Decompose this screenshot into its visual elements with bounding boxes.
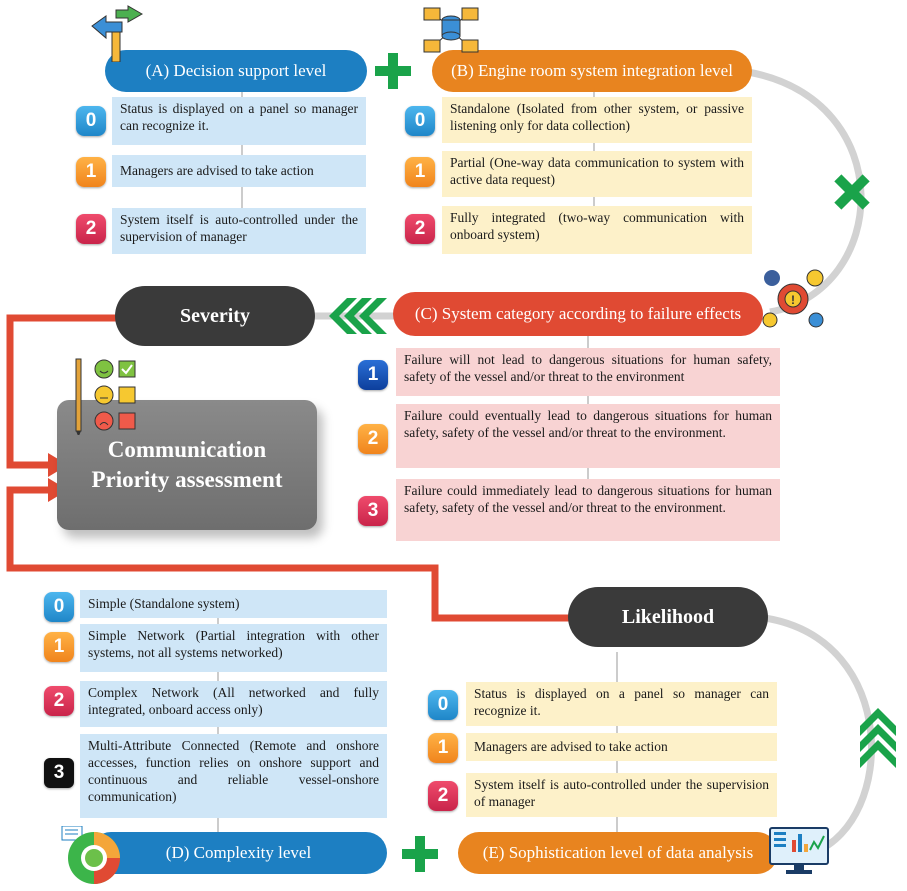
data-analysis-item-2: System itself is auto-controlled under t…	[466, 773, 777, 817]
badge-c-3: 3	[358, 496, 388, 526]
severity-label: Severity	[115, 286, 315, 346]
decision-support-level-title: (A) Decision support level	[105, 50, 367, 92]
engine-room-integration-title: (B) Engine room system integration level	[432, 50, 752, 92]
chevron-left-icon	[344, 298, 372, 334]
engine-room-item-1: Partial (One-way data communication to s…	[442, 151, 752, 197]
badge-a-0: 0	[76, 106, 106, 136]
system-category-item-1: Failure will not lead to dangerous situa…	[396, 348, 780, 396]
multiply-icon	[834, 174, 870, 210]
decision-support-item-1: Managers are advised to take action	[112, 155, 366, 187]
badge-e-1: 1	[428, 733, 458, 763]
engine-room-item-0: Standalone (Isolated from other system, …	[442, 97, 752, 143]
complexity-level-title: (D) Complexity level	[90, 832, 387, 874]
badge-d-2: 2	[44, 686, 74, 716]
badge-d-1: 1	[44, 632, 74, 662]
chevron-up-icon	[860, 708, 896, 736]
direction-sign-icon	[91, 5, 144, 62]
badge-d-3: 3	[44, 758, 74, 788]
checklist-emoji-icon	[75, 358, 136, 435]
assessment-line-2: Priority assessment	[91, 467, 283, 492]
gear-alert-icon: !	[762, 269, 824, 328]
badge-b-2: 2	[405, 214, 435, 244]
svg-text:!: !	[791, 293, 795, 307]
badge-e-2: 2	[428, 781, 458, 811]
badge-a-2: 2	[76, 214, 106, 244]
badge-e-0: 0	[428, 690, 458, 720]
badge-b-1: 1	[405, 157, 435, 187]
system-category-item-3: Failure could immediately lead to danger…	[396, 479, 780, 541]
decision-support-item-0: Status is displayed on a panel so manage…	[112, 97, 366, 145]
badge-c-2: 2	[358, 424, 388, 454]
badge-b-0: 0	[405, 106, 435, 136]
complexity-item-3: Multi-Attribute Connected (Remote and on…	[80, 734, 387, 818]
likelihood-label: Likelihood	[568, 587, 768, 647]
badge-a-1: 1	[76, 157, 106, 187]
badge-c-1: 1	[358, 360, 388, 390]
complexity-item-1: Simple Network (Partial integration with…	[80, 624, 387, 672]
data-analysis-item-1: Managers are advised to take action	[466, 733, 777, 761]
complexity-item-2: Complex Network (All networked and fully…	[80, 681, 387, 727]
database-network-icon	[423, 7, 479, 53]
complexity-item-0: Simple (Standalone system)	[80, 590, 387, 618]
engine-room-item-2: Fully integrated (two-way communication …	[442, 206, 752, 254]
data-analysis-title: (E) Sophistication level of data analysi…	[458, 832, 778, 874]
system-category-title: (C) System category according to failure…	[393, 292, 763, 336]
pie-chart-icon	[61, 826, 120, 884]
system-category-item-2: Failure could eventually lead to dangero…	[396, 404, 780, 468]
assessment-line-1: Communication	[107, 437, 267, 462]
decision-support-item-2: System itself is auto-controlled under t…	[112, 208, 366, 254]
badge-d-0: 0	[44, 592, 74, 622]
data-analysis-item-0: Status is displayed on a panel so manage…	[466, 682, 777, 726]
monitor-dashboard-icon	[769, 827, 829, 874]
